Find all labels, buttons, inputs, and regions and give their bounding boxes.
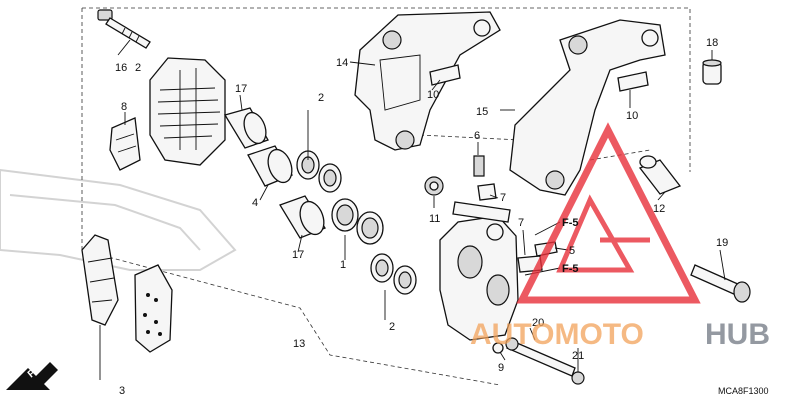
watermark-logo: AUTOMOTO HUB [470, 318, 770, 351]
sleeve-17-bottom [279, 195, 326, 239]
callout-label: 7 [518, 217, 524, 229]
background-brand-shape [0, 168, 237, 271]
nut-12 [424, 176, 444, 196]
callout-label: 20 [532, 317, 544, 329]
callout-label: 17 [292, 249, 304, 261]
caliper-bracket-14 [354, 11, 501, 151]
pad-spring-8 [109, 117, 141, 171]
callout-label: 21 [572, 350, 584, 362]
callout-label: 10 [427, 89, 439, 101]
callout-label: 8 [121, 101, 127, 113]
bolt-21 [97, 9, 151, 49]
callout-label: 12 [653, 203, 665, 215]
seal-rings-1 [331, 198, 384, 245]
bolt-20 [690, 264, 751, 303]
callout-label: 16 [115, 62, 127, 74]
f5-reference-arrows [524, 221, 561, 276]
brake-pad-left [81, 234, 119, 326]
callout-label: 3 [119, 385, 125, 397]
caliper-body [439, 201, 519, 341]
callout-labels: 2 16 8 17 4 17 1 2 13 3 14 10 6 15 10 18… [115, 37, 728, 397]
watermark-triangle [516, 122, 701, 304]
callout-label: 10 [626, 110, 638, 122]
bushing-11 [638, 155, 682, 195]
watermark-text-part2: HUB [705, 318, 770, 351]
callout-label: 5 [569, 245, 575, 257]
cap-19 [702, 59, 722, 85]
seal-rings-2-top [296, 150, 342, 193]
callout-label: 19 [716, 237, 728, 249]
front-direction-arrow-icon: FR. [6, 361, 58, 390]
callout-label: 2 [318, 92, 324, 104]
callout-label: 14 [336, 57, 348, 69]
plug-16 [571, 371, 585, 385]
diagram-code: MCA8F1300 [718, 386, 769, 396]
seal-rings-2-bottom [370, 253, 417, 295]
f5-reference-top: F-5 [562, 217, 579, 229]
caliper-bracket-15 [509, 19, 666, 196]
bleeder-6 [473, 155, 485, 177]
sleeve-4 [247, 145, 293, 187]
f5-reference-bottom: F-5 [562, 263, 579, 275]
callout-label: 2 [389, 321, 395, 333]
callout-label: 15 [476, 106, 488, 118]
callout-label: 6 [474, 130, 480, 142]
callout-label: 11 [429, 213, 440, 225]
callout-label: 9 [498, 362, 504, 374]
caliper-cover [149, 57, 226, 166]
clip-10-right [617, 71, 649, 92]
bolt-7-top [477, 183, 497, 201]
callout-label: 4 [252, 197, 258, 209]
callout-label: 2 [135, 62, 141, 74]
callout-label: 18 [706, 37, 718, 49]
sleeve-17-top [224, 107, 269, 149]
clip-10-left [429, 64, 461, 86]
callout-label: 7 [500, 192, 506, 204]
leader-lines [99, 39, 726, 380]
callout-label: 17 [235, 83, 247, 95]
pin-18 [492, 337, 576, 377]
callout-label: 13 [293, 338, 305, 350]
callout-label: 1 [340, 259, 346, 271]
brake-pad-right [134, 264, 173, 353]
watermark-text-part1: AUTOMOTO [470, 318, 644, 351]
